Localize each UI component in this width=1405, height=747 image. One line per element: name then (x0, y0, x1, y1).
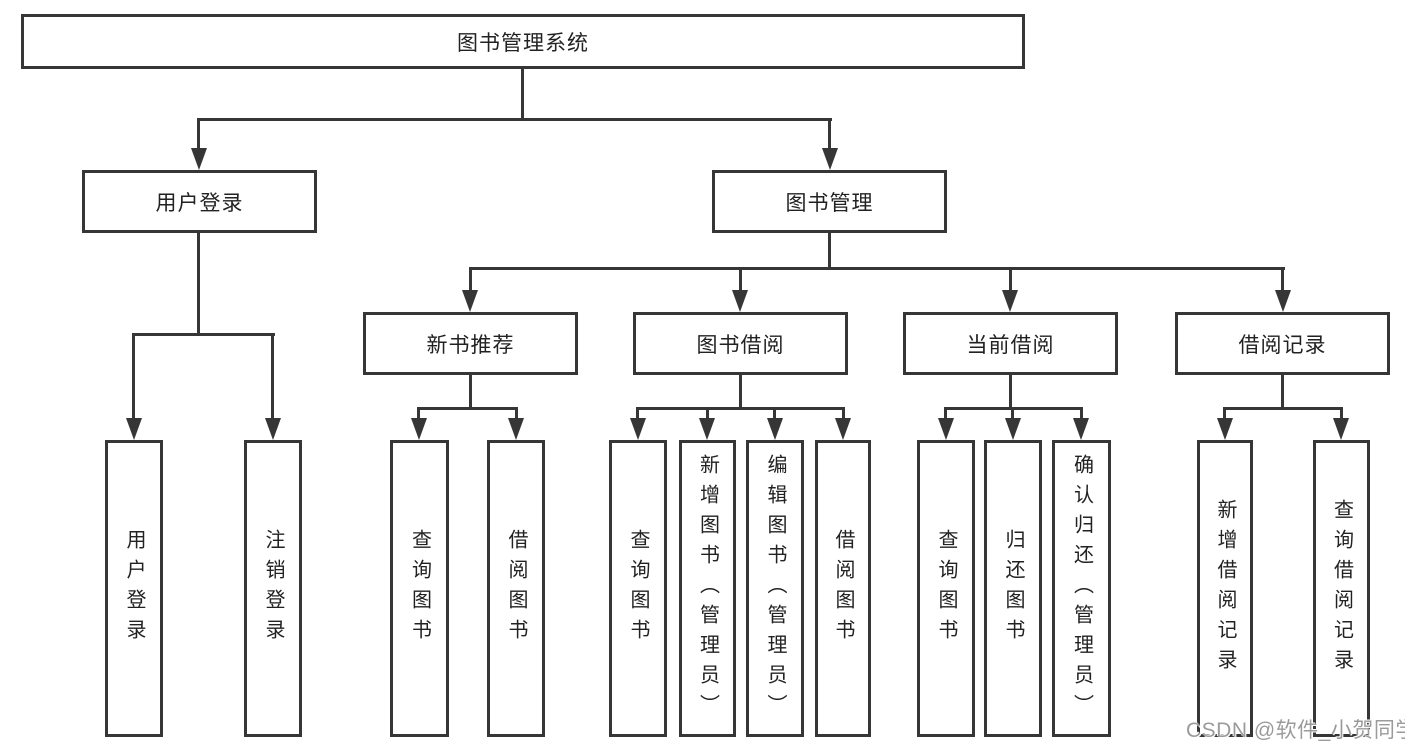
connector-leaf-drop (515, 407, 518, 426)
connector-l3-drop (1009, 267, 1012, 294)
leaf-add-borrow-record: 新增借阅记录 (1197, 440, 1253, 737)
down-arrow-icon (767, 418, 783, 440)
connector-leaf-drop (944, 407, 947, 426)
node-label: 查询图书 (935, 528, 957, 649)
node-current-borrowing: 当前借阅 (903, 312, 1118, 375)
node-label: 查询借阅记录 (1330, 498, 1353, 679)
connector-newbook-horizontal (417, 407, 518, 410)
down-arrow-icon (1217, 418, 1233, 440)
down-arrow-icon (630, 418, 646, 440)
leaf-confirm-return-admin: 确认归还（管理员） (1052, 440, 1111, 737)
leaf-borrow-books: 借阅图书 (487, 440, 545, 737)
node-label: 图书管理 (785, 191, 874, 215)
connector-borrow-horizontal (636, 407, 845, 410)
connector-current-stem (1009, 375, 1012, 410)
node-label: 编辑图书（管理员） (764, 453, 786, 724)
node-label: 图书借阅 (696, 333, 785, 357)
connector-leaf-drop (1011, 407, 1014, 426)
node-label: 当前借阅 (966, 333, 1055, 357)
connector-records-horizontal (1223, 407, 1343, 410)
connector-user-login-horizontal (132, 333, 275, 336)
node-label: 查询图书 (408, 528, 431, 649)
node-user-login: 用户登录 (82, 170, 317, 233)
node-label: 查询图书 (627, 528, 649, 649)
down-arrow-icon (411, 418, 427, 440)
node-label: 借阅记录 (1238, 333, 1327, 357)
connector-leaf-drop (773, 407, 776, 426)
connector-leaf-drop (1340, 407, 1343, 426)
leaf-query-books: 查询图书 (390, 440, 449, 737)
down-arrow-icon (1002, 290, 1018, 312)
csdn-watermark: CSDN @软件_小贺同学 (1186, 719, 1405, 742)
connector-leaf-drop (417, 407, 420, 426)
connector-leaf-drop (1223, 407, 1226, 426)
connector-borrow-stem (739, 375, 742, 410)
leaf-borrow-books: 借阅图书 (815, 440, 871, 737)
connector-leaf-drop (636, 407, 639, 426)
node-label: 借阅图书 (505, 528, 527, 649)
connector-leaf-drop (132, 333, 135, 426)
leaf-edit-books-admin: 编辑图书（管理员） (746, 440, 804, 737)
down-arrow-icon (1333, 418, 1349, 440)
connector-user-login-drop (197, 118, 200, 154)
down-arrow-icon (1073, 418, 1089, 440)
down-arrow-icon (822, 148, 838, 170)
leaf-logout: 注销登录 (244, 440, 302, 737)
down-arrow-icon (462, 290, 478, 312)
down-arrow-icon (126, 418, 142, 440)
node-library-system: 图书管理系统 (21, 14, 1025, 69)
connector-l3-drop (469, 267, 472, 294)
leaf-query-borrow-record: 查询借阅记录 (1313, 440, 1370, 737)
connector-leaf-drop (842, 407, 845, 426)
node-label: 归还图书 (1002, 528, 1024, 649)
connector-user-login-stem (197, 233, 200, 336)
down-arrow-icon (1275, 290, 1291, 312)
connector-root-stem (521, 69, 524, 121)
node-label: 用户登录 (123, 528, 145, 649)
node-book-management: 图书管理 (712, 170, 947, 233)
node-label: 用户登录 (155, 191, 244, 215)
node-book-borrowing: 图书借阅 (633, 312, 848, 375)
connector-newbook-stem (469, 375, 472, 410)
leaf-add-books-admin: 新增图书（管理员） (679, 440, 736, 737)
down-arrow-icon (508, 418, 524, 440)
connector-l3-drop (1281, 267, 1284, 294)
node-label: 新增图书（管理员） (696, 453, 719, 724)
node-label: 新书推荐 (426, 333, 515, 357)
node-borrow-records: 借阅记录 (1175, 312, 1390, 375)
down-arrow-icon (265, 418, 281, 440)
leaf-query-books: 查询图书 (917, 440, 975, 737)
node-label: 图书管理系统 (457, 31, 589, 55)
connector-leaf-drop (706, 407, 709, 426)
node-label: 借阅图书 (832, 528, 854, 649)
connector-l3-drop (739, 267, 742, 294)
down-arrow-icon (732, 290, 748, 312)
node-new-book-recommend: 新书推荐 (363, 312, 578, 375)
connector-leaf-drop (271, 333, 274, 426)
leaf-return-books: 归还图书 (984, 440, 1042, 737)
leaf-user-login: 用户登录 (105, 440, 163, 737)
node-label: 确认归还（管理员） (1070, 453, 1093, 724)
down-arrow-icon (1005, 418, 1021, 440)
down-arrow-icon (699, 418, 715, 440)
down-arrow-icon (938, 418, 954, 440)
node-label: 注销登录 (262, 528, 284, 649)
connector-book-mgmt-stem (828, 233, 831, 270)
connector-records-stem (1281, 375, 1284, 410)
connector-book-mgmt-drop (828, 118, 831, 154)
down-arrow-icon (191, 148, 207, 170)
leaf-query-books: 查询图书 (609, 440, 667, 737)
connector-book-mgmt-horizontal (469, 267, 1285, 270)
node-label: 新增借阅记录 (1214, 498, 1236, 679)
connector-root-horizontal (197, 118, 832, 121)
connector-leaf-drop (1080, 407, 1083, 426)
down-arrow-icon (835, 418, 851, 440)
